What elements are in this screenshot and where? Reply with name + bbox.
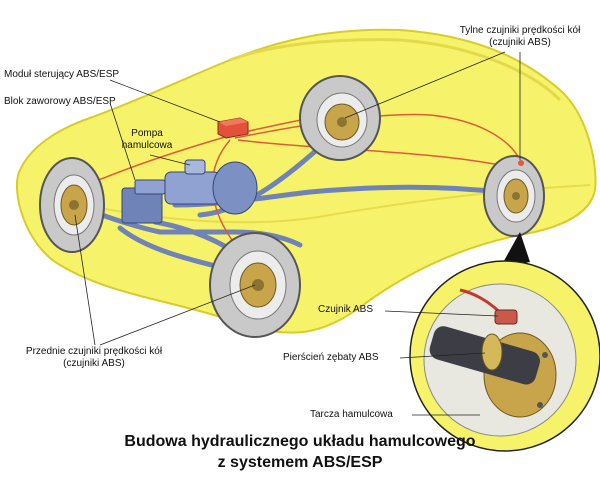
rear-sensors-label-line2: (czujniki ABS) xyxy=(489,37,551,48)
rear-sensors-label-line1: Tylne czujniki prędkości kół xyxy=(459,25,581,36)
wheel-rear-left xyxy=(299,75,381,161)
tone-ring-label: Pierścień zębaty ABS xyxy=(283,352,379,363)
leader-lines xyxy=(74,51,521,416)
front-sensors-label: Przednie czujniki prędkości kół (czujnik… xyxy=(4,346,184,370)
valve-block-label: Blok zaworowy ABS/ESP xyxy=(4,96,116,107)
caption-line1: Budowa hydraulicznego układu hamulcowego xyxy=(124,433,476,450)
zoom-callout xyxy=(409,232,600,452)
front-sensors-label-line1: Przednie czujniki prędkości kół xyxy=(25,346,163,357)
control-unit-label: Moduł sterujący ABS/ESP xyxy=(4,69,120,80)
brake-pump xyxy=(164,159,258,215)
wheel-front-left xyxy=(39,157,105,253)
valve-block xyxy=(121,179,166,224)
abs-sensor-label: Czujnik ABS xyxy=(318,304,374,315)
pump-label: Pompa hamulcowa xyxy=(121,128,173,151)
control-unit xyxy=(217,117,249,139)
abs-sensor-detail xyxy=(494,309,518,325)
rear-sensor-marker xyxy=(518,160,524,166)
rear-sensors-label: Tylne czujniki prędkości kół (czujniki A… xyxy=(445,25,595,49)
caption-line2: z systemem ABS/ESP xyxy=(217,454,383,471)
brake-disc-label: Tarcza hamulcowa xyxy=(310,409,393,420)
tone-ring-detail xyxy=(481,333,503,371)
front-sensors-label-line2: (czujniki ABS) xyxy=(63,358,125,369)
wheel-rear-right xyxy=(483,155,545,237)
